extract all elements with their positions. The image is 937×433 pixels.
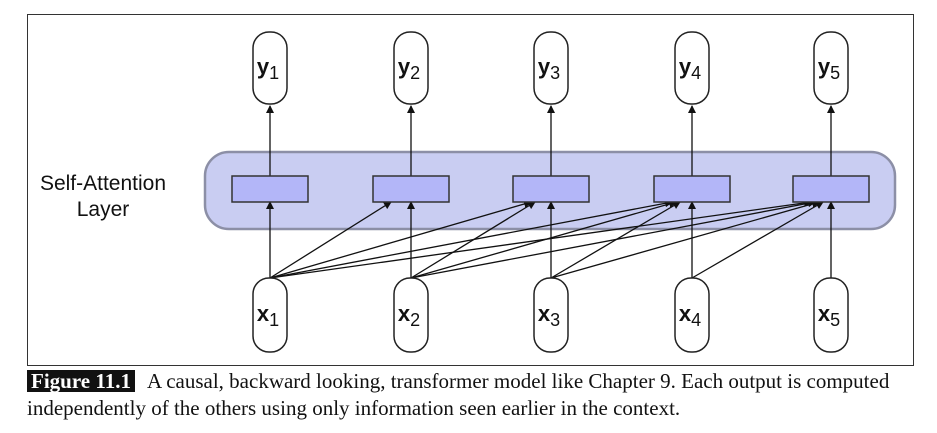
output-node-label: y1 xyxy=(257,54,279,83)
output-node-shape xyxy=(674,31,710,105)
output-node-3: y3 xyxy=(533,31,569,105)
caption-label: Figure 11.1 xyxy=(27,370,135,392)
attention-unit-2 xyxy=(372,175,450,203)
input-node-shape xyxy=(252,277,288,353)
output-node-2: y2 xyxy=(393,31,429,105)
input-base: x xyxy=(679,301,692,326)
output-node-label: y3 xyxy=(538,54,560,83)
connection-x2-to-unit4 xyxy=(410,200,677,279)
connection-x4-to-unit5 xyxy=(691,201,824,279)
output-node-5: y5 xyxy=(813,31,849,105)
output-node-shape xyxy=(533,31,569,105)
output-subscript: 4 xyxy=(691,63,701,83)
connections xyxy=(266,105,835,279)
layer-label-line1: Self-Attention xyxy=(40,172,166,195)
input-base: x xyxy=(538,301,551,326)
input-base: x xyxy=(398,301,411,326)
output-node-4: y4 xyxy=(674,31,710,105)
input-node-label: x2 xyxy=(398,301,420,330)
input-base: x xyxy=(257,301,270,326)
input-node-shape xyxy=(533,277,569,353)
output-subscript: 3 xyxy=(550,63,560,83)
input-node-1: x1 xyxy=(252,277,288,353)
input-node-4: x4 xyxy=(674,277,710,353)
attention-unit-3 xyxy=(512,175,590,203)
connection-x3-to-unit5 xyxy=(550,200,820,279)
connection-x1-to-unit2 xyxy=(269,201,392,279)
output-node-shape xyxy=(393,31,429,105)
input-subscript: 4 xyxy=(691,310,701,330)
input-node-3: x3 xyxy=(533,277,569,353)
layer-label: Self-Attention Layer xyxy=(40,172,166,221)
output-base: y xyxy=(679,54,692,79)
output-base: y xyxy=(818,54,831,79)
input-subscript: 2 xyxy=(410,310,420,330)
connection-x2-to-unit5 xyxy=(410,199,816,279)
input-base: x xyxy=(818,301,831,326)
input-node-2: x2 xyxy=(393,277,429,353)
output-base: y xyxy=(257,54,270,79)
input-node-shape xyxy=(674,277,710,353)
connection-x3-to-unit4 xyxy=(550,201,681,279)
layer-label-line2: Layer xyxy=(77,198,130,221)
output-base: y xyxy=(398,54,411,79)
input-node-5: x5 xyxy=(813,277,849,353)
output-subscript: 1 xyxy=(269,63,279,83)
connection-x2-to-unit3 xyxy=(410,201,536,279)
output-node-label: y5 xyxy=(818,54,840,83)
input-subscript: 1 xyxy=(269,310,279,330)
input-node-label: x1 xyxy=(257,301,279,330)
input-node-shape xyxy=(813,277,849,353)
input-subscript: 3 xyxy=(550,310,560,330)
attention-unit-1 xyxy=(231,175,309,203)
caption-text: A causal, backward looking, transformer … xyxy=(27,369,890,420)
connection-x1-to-unit3 xyxy=(269,200,532,279)
output-node-1: y1 xyxy=(252,31,288,105)
connection-x1-to-unit4 xyxy=(269,199,673,279)
input-node-shape xyxy=(393,277,429,353)
attention-unit-5 xyxy=(792,175,870,203)
input-node-label: x5 xyxy=(818,301,840,330)
input-subscript: 5 xyxy=(830,310,840,330)
output-subscript: 2 xyxy=(410,63,420,83)
attention-unit-4 xyxy=(653,175,731,203)
output-node-label: y2 xyxy=(398,54,420,83)
attention-units xyxy=(231,175,870,203)
output-node-shape xyxy=(813,31,849,105)
input-node-label: x4 xyxy=(679,301,701,330)
connection-x1-to-unit5 xyxy=(269,199,812,279)
output-base: y xyxy=(538,54,551,79)
input-node-label: x3 xyxy=(538,301,560,330)
output-node-shape xyxy=(252,31,288,105)
output-subscript: 5 xyxy=(830,63,840,83)
output-node-label: y4 xyxy=(679,54,701,83)
